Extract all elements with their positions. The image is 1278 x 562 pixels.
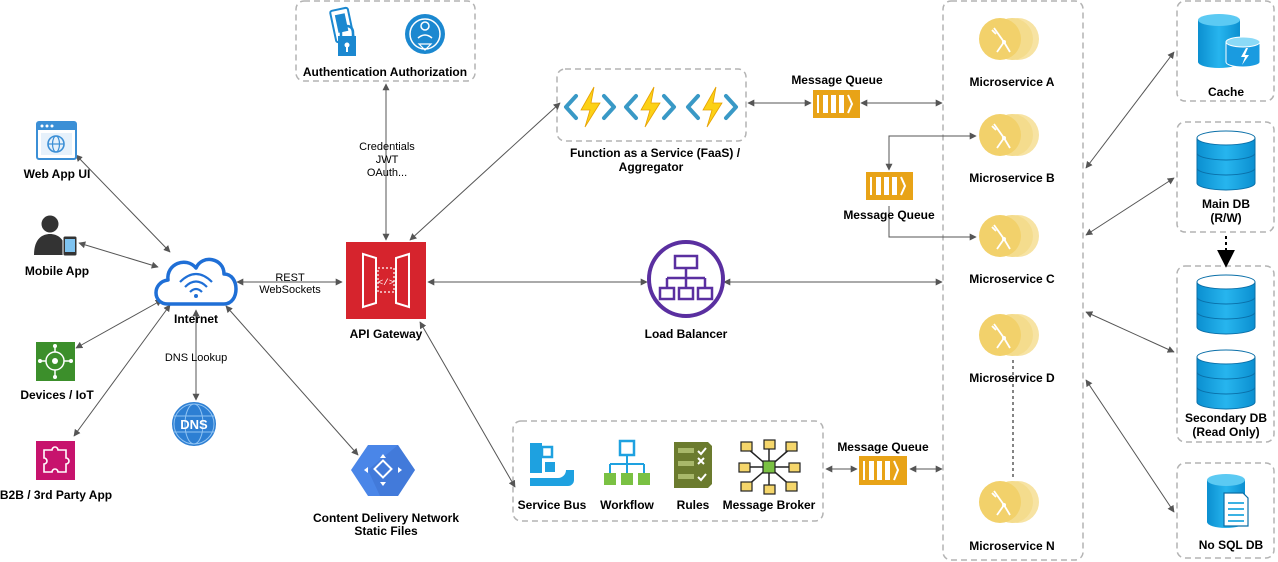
credentials-label: Credentials	[359, 141, 415, 153]
auth-label: Authentication Authorization	[303, 65, 467, 79]
cache-node[interactable]: Cache	[1198, 14, 1261, 99]
main-db-label-line1: Main DB	[1202, 197, 1250, 211]
microservice-d-node[interactable]: Microservice D	[969, 314, 1055, 385]
service-bus-node[interactable]: Service Bus	[518, 443, 587, 512]
jwt-label: JWT	[376, 154, 399, 166]
api-gateway-label: API Gateway	[350, 327, 423, 341]
browser-window-icon	[36, 121, 77, 160]
workflow-node[interactable]: Workflow	[600, 439, 655, 512]
rules-label: Rules	[677, 498, 710, 512]
internet-node[interactable]: Internet	[154, 257, 238, 326]
microservice-icon	[979, 215, 1039, 257]
cdn-node[interactable]: Content Delivery Network Static Files	[313, 445, 459, 538]
mobile-app-node[interactable]: Mobile App	[25, 215, 89, 279]
message-broker-icon	[738, 439, 801, 495]
web-app-ui-label: Web App UI	[24, 167, 91, 181]
microservice-c-node[interactable]: Microservice C	[969, 215, 1055, 286]
microservice-b-node[interactable]: Microservice B	[969, 114, 1055, 185]
rules-node[interactable]: Rules	[674, 442, 712, 512]
nosql-db-label: No SQL DB	[1199, 538, 1264, 552]
mobile-lock-icon	[329, 6, 356, 56]
microservices-group-box	[942, 0, 1084, 561]
workflow-icon	[604, 439, 650, 485]
api-gateway-icon-text: </>	[378, 278, 394, 288]
devices-iot-label: Devices / IoT	[20, 388, 94, 402]
rest-label: REST	[275, 272, 305, 284]
queue-icon	[813, 90, 860, 118]
faas-label-line2: Aggregator	[619, 160, 684, 174]
devices-iot-node[interactable]: Devices / IoT	[20, 342, 94, 402]
microservice-icon	[979, 481, 1039, 523]
queue-icon	[859, 456, 907, 485]
microservice-icon	[979, 114, 1039, 156]
cloud-wifi-icon	[154, 257, 238, 306]
api-gateway-node[interactable]: </> API Gateway	[346, 242, 426, 341]
message-queue-middle-label: Message Queue	[843, 208, 935, 222]
microservice-d-label: Microservice D	[969, 371, 1055, 385]
service-bus-label: Service Bus	[518, 498, 587, 512]
microservice-icon	[979, 18, 1039, 60]
dns-lookup-label: DNS Lookup	[165, 352, 227, 364]
websockets-label: WebSockets	[259, 284, 321, 296]
auth-node[interactable]: Authentication Authorization	[303, 6, 467, 79]
message-broker-node[interactable]: Message Broker	[723, 439, 816, 512]
b2b-app-label: B2B / 3rd Party App	[0, 488, 112, 502]
microservice-icon	[979, 314, 1039, 356]
microservice-n-label: Microservice N	[969, 539, 1054, 553]
cdn-label-line1: Content Delivery Network	[313, 511, 459, 525]
user-with-phone-icon	[34, 215, 78, 257]
message-queue-middle[interactable]: Message Queue	[843, 172, 935, 222]
dns-globe-icon: DNS	[172, 402, 216, 446]
oauth-label: OAuth...	[367, 167, 407, 179]
faas-node[interactable]: Function as a Service (FaaS) / Aggregato…	[564, 86, 741, 174]
secondary-db-icon-bottom	[1196, 349, 1256, 410]
iot-hub-icon	[36, 342, 75, 381]
secondary-db-label-line2: (Read Only)	[1192, 425, 1259, 439]
secondary-db-node[interactable]: Secondary DB (Read Only)	[1185, 274, 1267, 439]
message-queue-top[interactable]: Message Queue	[791, 73, 883, 118]
secondary-db-icon-top	[1196, 274, 1256, 335]
load-balancer-node[interactable]: Load Balancer	[645, 240, 728, 341]
microservice-b-label: Microservice B	[969, 171, 1055, 185]
main-db-icon	[1196, 130, 1256, 191]
message-queue-bottom-label: Message Queue	[837, 440, 929, 454]
load-balancer-icon	[647, 240, 725, 318]
workflow-label: Workflow	[600, 498, 654, 512]
b2b-app-node[interactable]: B2B / 3rd Party App	[0, 441, 112, 502]
queue-icon	[866, 172, 913, 200]
nosql-db-node[interactable]: No SQL DB	[1199, 474, 1264, 552]
microservice-a-label: Microservice A	[970, 75, 1055, 89]
message-broker-label: Message Broker	[723, 498, 816, 512]
microservice-n-node[interactable]: Microservice N	[969, 481, 1055, 553]
load-balancer-label: Load Balancer	[645, 327, 728, 341]
dns-node[interactable]: DNS	[172, 402, 216, 446]
main-db-label-line2: (R/W)	[1210, 211, 1241, 225]
internet-label: Internet	[174, 312, 218, 326]
web-app-ui-node[interactable]: Web App UI	[24, 121, 91, 181]
function-icon-3	[686, 86, 738, 128]
service-bus-icon	[530, 443, 574, 486]
cache-label: Cache	[1208, 85, 1244, 99]
nosql-db-icon	[1207, 474, 1249, 528]
message-queue-top-label: Message Queue	[791, 73, 883, 87]
connectors	[73, 51, 1235, 513]
message-queue-bottom[interactable]: Message Queue	[837, 440, 929, 485]
identity-icon	[405, 14, 445, 54]
microservice-c-label: Microservice C	[969, 272, 1055, 286]
rules-checklist-icon	[674, 442, 712, 488]
mobile-app-label: Mobile App	[25, 264, 89, 278]
cdn-hexagon-icon	[351, 445, 415, 496]
faas-label-line1: Function as a Service (FaaS) /	[570, 146, 741, 160]
puzzle-icon	[36, 441, 75, 480]
microservice-a-node[interactable]: Microservice A	[970, 18, 1055, 89]
function-icon-1	[564, 86, 616, 128]
secondary-db-label-line1: Secondary DB	[1185, 411, 1267, 425]
main-db-node[interactable]: Main DB (R/W)	[1196, 130, 1256, 225]
api-gateway-icon: </>	[346, 242, 426, 319]
cache-database-icon	[1198, 14, 1261, 68]
dns-icon-text: DNS	[180, 417, 208, 432]
function-icon-2	[624, 86, 676, 128]
cdn-label-line2: Static Files	[354, 524, 418, 538]
